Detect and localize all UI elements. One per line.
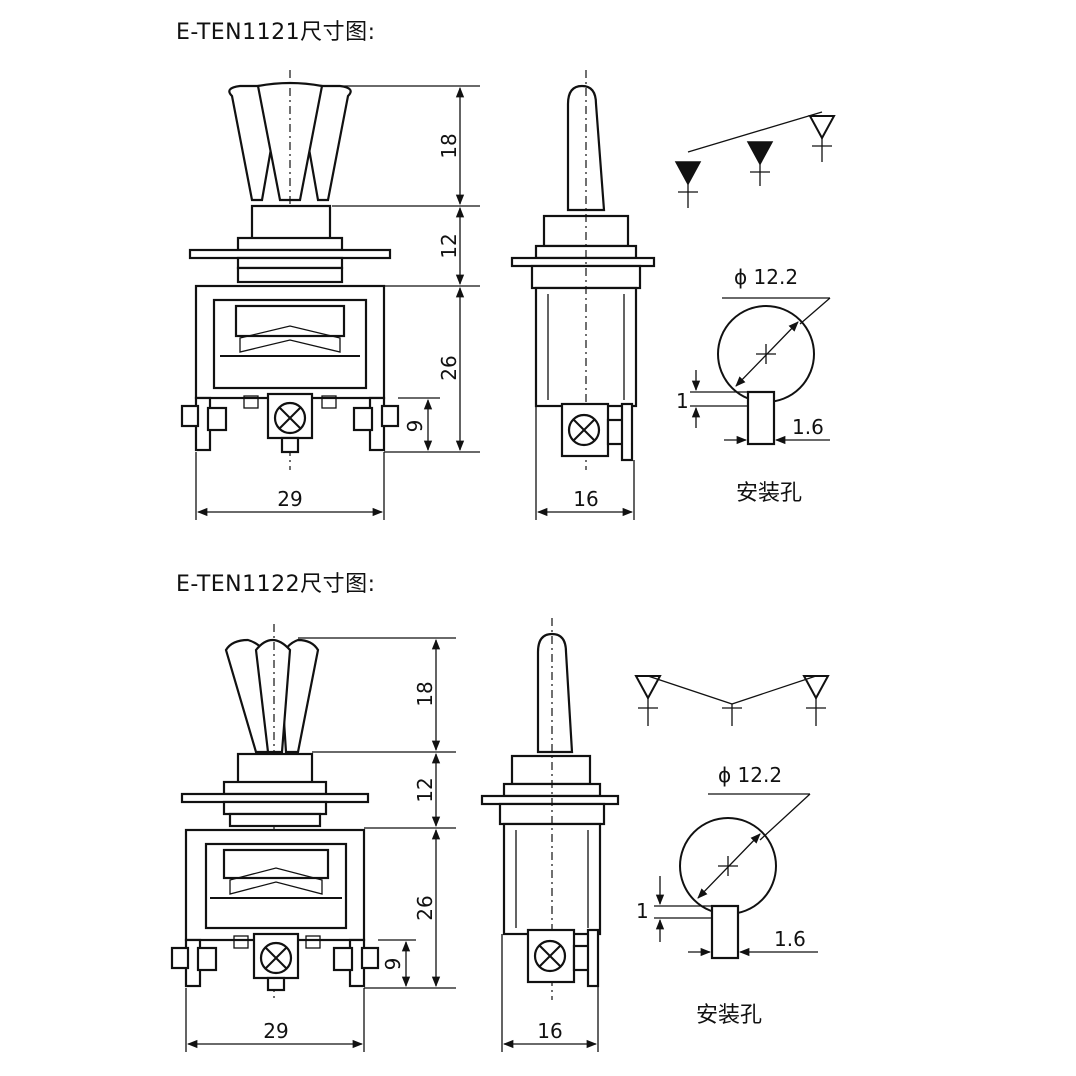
circuit-symbol-1121 <box>674 111 836 208</box>
bushing-1121 <box>188 204 392 284</box>
terminals-1122 <box>170 932 380 992</box>
dim-width-1121: 29 <box>277 487 302 511</box>
mounting-hole-1122: ϕ 12.2 1 1.6 安装孔 <box>636 763 818 1028</box>
front-dimensions-1122: 18 12 26 9 29 <box>185 637 456 1052</box>
dim-body-1121: 26 <box>437 355 461 380</box>
dim-side-width-1122: 16 <box>537 1019 562 1043</box>
front-dimensions-1121: 18 12 26 9 29 <box>195 85 480 520</box>
dim-lever-1121: 18 <box>437 133 461 158</box>
dim-terminal-1121: 9 <box>403 420 427 433</box>
section-title-1121: E-TEN1121尺寸图: <box>176 20 376 45</box>
lever-1122 <box>224 624 320 1000</box>
side-view-1122: 16 <box>480 618 620 1052</box>
dim-side-width-1121: 16 <box>573 487 598 511</box>
front-view-1121: 18 12 26 9 29 <box>180 70 480 520</box>
front-view-1122: 18 12 26 9 29 <box>170 624 456 1052</box>
hole-diameter-1122: ϕ 12.2 <box>718 763 782 787</box>
hole-key-height-1122: 1 <box>636 899 649 923</box>
body-1121 <box>194 284 386 400</box>
hole-key-height-1121: 1 <box>676 389 689 413</box>
hole-caption-1122: 安装孔 <box>696 1003 762 1028</box>
body-1122 <box>184 828 366 942</box>
mounting-hole-1121: ϕ 12.2 1 1.6 安装孔 <box>676 265 831 506</box>
hole-diameter-1121: ϕ 12.2 <box>734 265 798 289</box>
dim-bushing-1121: 12 <box>437 233 461 258</box>
bushing-1122 <box>180 752 370 828</box>
hole-caption-1121: 安装孔 <box>736 481 802 506</box>
dim-width-1122: 29 <box>263 1019 288 1043</box>
terminals-1121 <box>180 392 400 454</box>
circuit-symbol-1122 <box>634 675 830 726</box>
hole-key-width-1122: 1.6 <box>774 927 806 951</box>
dim-lever-1122: 18 <box>413 681 437 706</box>
dim-bushing-1122: 12 <box>413 777 437 802</box>
section-title-1122: E-TEN1122尺寸图: <box>176 572 376 597</box>
dim-terminal-1122: 9 <box>381 958 405 971</box>
dim-body-1122: 26 <box>413 895 437 920</box>
side-view-1121: 16 <box>510 70 656 520</box>
hole-key-width-1121: 1.6 <box>792 415 824 439</box>
